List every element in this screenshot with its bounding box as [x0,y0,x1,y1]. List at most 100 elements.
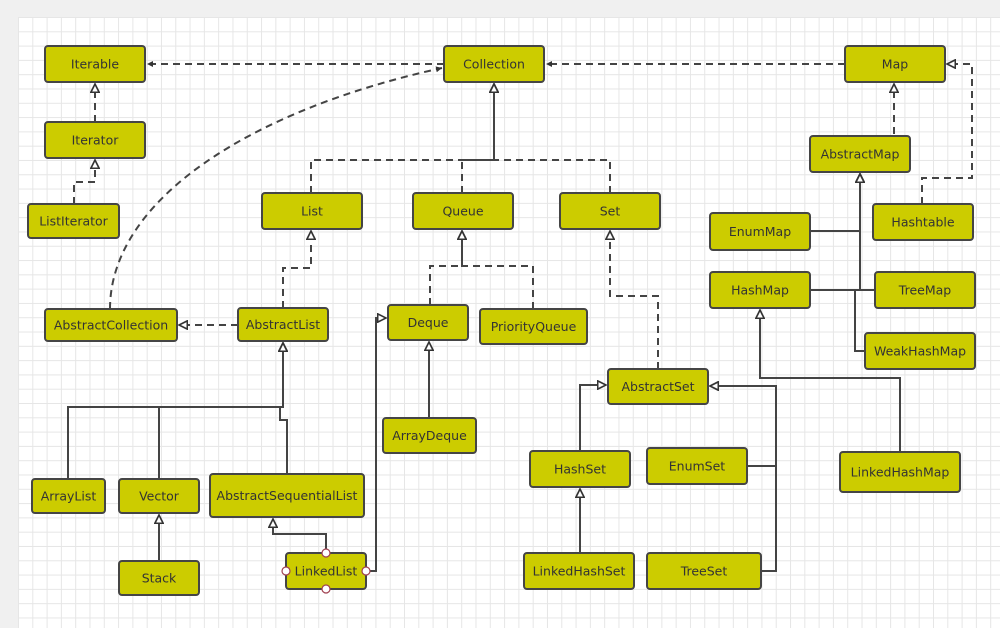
connection-handle[interactable] [321,584,331,594]
edge-LinkedHashMap-to-HashMap[interactable] [760,310,901,452]
class-box-shape [709,212,811,251]
class-box-shape [27,203,120,239]
class-box-shape [607,368,709,405]
class-box-WeakHashMap[interactable]: WeakHashMap [864,332,976,370]
class-box-label: Queue [442,204,483,219]
class-box-label: Map [882,57,908,72]
edge-ListIterator-to-Iterator[interactable] [73,160,95,204]
class-box-label: Set [600,204,621,219]
edge-Queue-to-Collection[interactable] [461,84,494,193]
class-box-label: LinkedHashMap [851,465,950,480]
edge-TreeSet-to-AbstractSet[interactable] [710,386,777,572]
class-box-shape [118,560,200,596]
class-box-label: ArrayList [41,489,97,504]
class-box-Collection[interactable]: Collection [443,45,545,83]
class-box-HashSet[interactable]: HashSet [529,450,631,488]
class-box-PriorityQueue[interactable]: PriorityQueue [479,308,588,345]
edge-PriorityQueue-to-Queue[interactable] [462,231,534,309]
class-box-shape [412,192,514,230]
edge-LinkedList-to-Deque[interactable] [366,318,386,572]
class-box-label: Collection [463,57,525,72]
class-box-Iterator[interactable]: Iterator [44,121,146,159]
class-box-shape [874,271,976,309]
class-box-label: HashSet [554,462,606,477]
edge-List-to-Collection[interactable] [310,84,494,193]
class-box-label: AbstractMap [821,147,900,162]
edge-Vector-to-AbstractList[interactable] [158,343,283,479]
class-box-AbstractCollection[interactable]: AbstractCollection [44,308,178,342]
connection-handle[interactable] [361,566,371,576]
edge-EnumMap-to-AbstractMap[interactable] [810,174,860,232]
class-box-LinkedList[interactable]: LinkedList [285,552,367,590]
class-box-label: PriorityQueue [491,319,577,334]
edge-Set-to-Collection[interactable] [494,84,611,193]
class-box-Vector[interactable]: Vector [118,478,200,514]
class-box-shape [44,45,146,83]
class-box-Iterable[interactable]: Iterable [44,45,146,83]
class-box-EnumMap[interactable]: EnumMap [709,212,811,251]
edge-AbstractMap-to-Map[interactable] [860,84,894,137]
class-box-shape [237,307,329,342]
class-box-shape [44,308,178,342]
class-box-AbstractMap[interactable]: AbstractMap [809,135,911,173]
class-box-Stack[interactable]: Stack [118,560,200,596]
class-box-label: AbstractList [246,317,320,332]
class-box-shape [387,304,469,341]
class-box-HashMap[interactable]: HashMap [709,271,811,309]
class-box-shape [261,192,363,230]
class-box-shape [839,451,961,493]
edge-AbstractSequentialList-to-AbstractList[interactable] [280,343,288,474]
edge-AbstractList-to-List[interactable] [282,231,311,308]
class-box-label: Vector [139,489,180,504]
connection-handle[interactable] [321,548,331,558]
class-box-LinkedHashSet[interactable]: LinkedHashSet [523,552,635,590]
class-box-label: AbstractSequentialList [217,488,358,503]
class-box-label: Deque [408,315,449,330]
class-box-LinkedHashMap[interactable]: LinkedHashMap [839,451,961,493]
class-box-shape [479,308,588,345]
class-box-shape [709,271,811,309]
class-box-label: Iterator [72,133,120,148]
class-box-AbstractSet[interactable]: AbstractSet [607,368,709,405]
edge-AbstractCollection-to-Collection[interactable] [109,66,443,310]
class-box-ArrayList[interactable]: ArrayList [31,478,106,514]
class-box-TreeMap[interactable]: TreeMap [874,271,976,309]
class-box-label: WeakHashMap [874,344,966,359]
class-box-List[interactable]: List [261,192,363,230]
edge-AbstractSet-to-Set[interactable] [610,231,659,369]
edge-WeakHashMap-to-AbstractMap[interactable] [854,174,865,352]
class-box-Hashtable[interactable]: Hashtable [872,203,974,241]
class-box-shape [523,552,635,590]
edge-HashSet-to-AbstractSet[interactable] [579,385,606,451]
class-box-shape [872,203,974,241]
class-box-Deque[interactable]: Deque [387,304,469,341]
class-box-Map[interactable]: Map [844,45,946,83]
class-box-AbstractSequentialList[interactable]: AbstractSequentialList [209,473,365,518]
edge-ArrayList-to-AbstractList[interactable] [67,343,283,479]
class-box-label: LinkedHashSet [533,564,626,579]
class-box-shape [209,473,365,518]
class-box-label: HashMap [731,283,789,298]
class-box-Set[interactable]: Set [559,192,661,230]
class-box-shape [809,135,911,173]
class-box-AbstractList[interactable]: AbstractList [237,307,329,342]
edge-Hashtable-to-Map[interactable] [921,64,973,204]
class-box-label: TreeMap [898,283,951,298]
class-box-shape [844,45,946,83]
edge-LinkedList-to-AbstractSequentialList[interactable] [273,519,327,553]
class-box-label: ArrayDeque [392,428,467,443]
class-box-label: Stack [142,571,177,586]
class-box-label: List [301,204,323,219]
class-box-ArrayDeque[interactable]: ArrayDeque [382,417,477,454]
class-box-TreeSet[interactable]: TreeSet [646,552,762,590]
class-box-label: AbstractSet [622,379,695,394]
connection-handle[interactable] [281,566,291,576]
edge-Deque-to-Queue[interactable] [429,231,462,305]
class-box-shape [118,478,200,514]
class-box-Queue[interactable]: Queue [412,192,514,230]
class-box-shape [31,478,106,514]
class-box-shape [382,417,477,454]
class-box-ListIterator[interactable]: ListIterator [27,203,120,239]
class-box-EnumSet[interactable]: EnumSet [646,447,748,485]
